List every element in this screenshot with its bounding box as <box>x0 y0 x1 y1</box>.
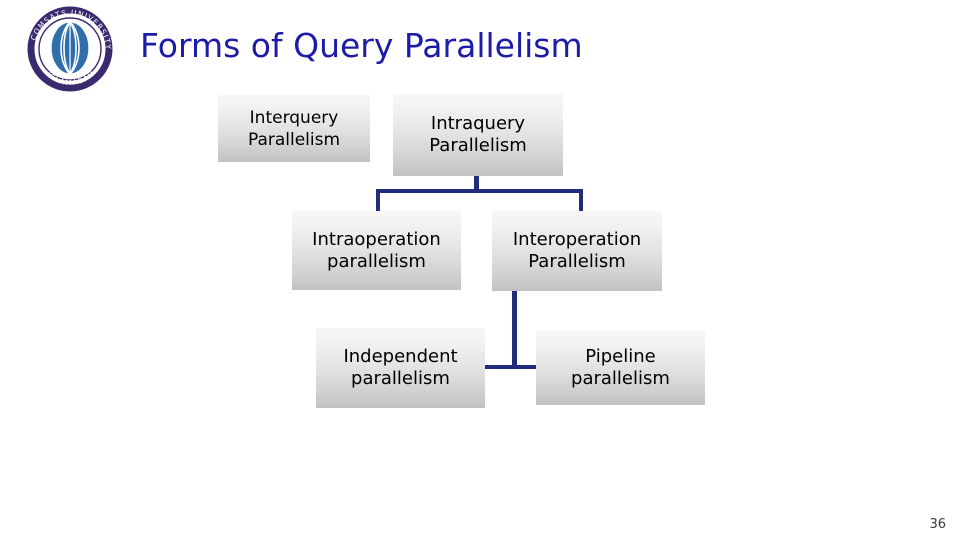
connector-row2-right-drop <box>579 189 583 213</box>
comsats-university-logo: COMSATS UNIVERSITY ISLAMABAD <box>18 6 122 92</box>
connector-row2-left-drop <box>376 189 380 213</box>
connector-intraquery-stem <box>474 176 479 192</box>
connector-row2-bar <box>376 189 583 193</box>
connector-row3-bar <box>483 365 539 369</box>
connector-interoperation-stem <box>512 291 517 369</box>
slide-title: Forms of Query Parallelism <box>140 26 583 65</box>
page-number: 36 <box>929 517 946 532</box>
